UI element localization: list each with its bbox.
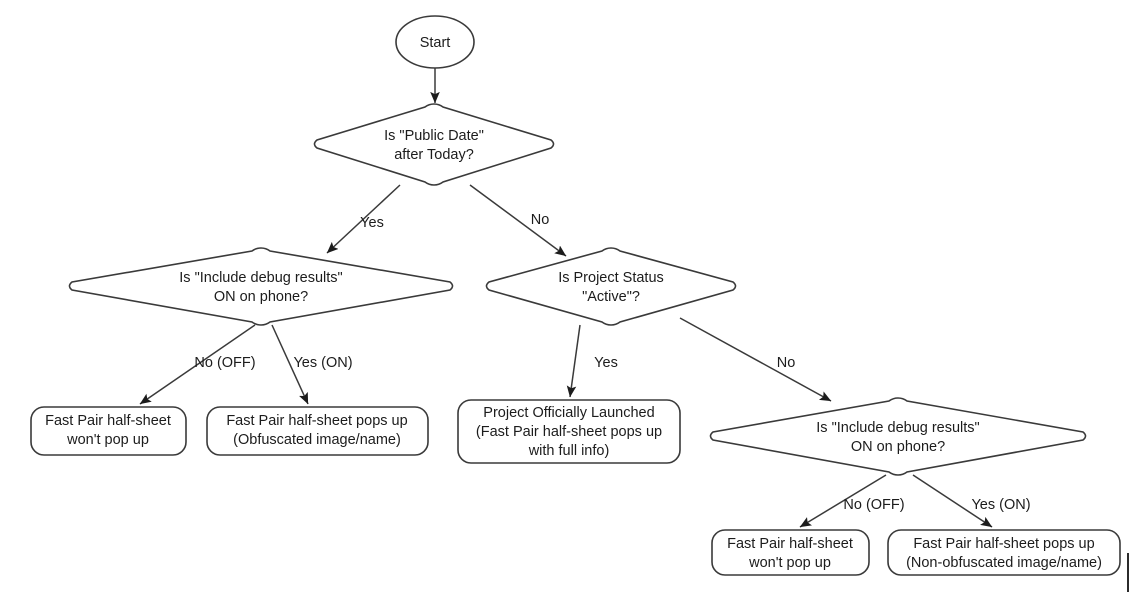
node-decision-public-date[interactable]: Is "Public Date" after Today? — [313, 103, 555, 186]
result-launched-box[interactable] — [457, 399, 681, 464]
node-result-right-on[interactable]: Fast Pair half-sheet pops up (Non-obfusc… — [887, 529, 1121, 576]
result-launched-line2: (Fast Pair half-sheet pops up — [476, 424, 662, 440]
result-left-off-line2: won't pop up — [66, 432, 149, 448]
result-launched-line3: with full info) — [528, 443, 610, 459]
edge-label-public-date-no: No — [531, 212, 550, 228]
edges — [139, 68, 993, 528]
edge-label-project-status-no: No — [777, 355, 796, 371]
edge-debug-right-yes — [912, 474, 993, 528]
node-result-launched[interactable]: Project Officially Launched (Fast Pair h… — [457, 399, 681, 464]
edge-label-public-date-yes: Yes — [360, 215, 384, 231]
node-decision-debug-right[interactable]: Is "Include debug results" ON on phone? — [709, 397, 1087, 476]
result-left-off-line1: Fast Pair half-sheet — [45, 413, 171, 429]
decision-debug-left-line2: ON on phone? — [214, 289, 308, 305]
start-label: Start — [420, 35, 451, 51]
decision-debug-right-diamond[interactable] — [709, 397, 1087, 476]
decision-debug-right-line1: Is "Include debug results" — [816, 420, 979, 436]
result-left-on-line2: (Obfuscated image/name) — [233, 432, 401, 448]
node-result-left-off[interactable]: Fast Pair half-sheet won't pop up — [30, 406, 187, 456]
node-result-right-off[interactable]: Fast Pair half-sheet won't pop up — [711, 529, 870, 576]
decision-public-date-line1: Is "Public Date" — [384, 128, 484, 144]
decision-debug-left-line1: Is "Include debug results" — [179, 270, 342, 286]
edge-label-debug-left-yes: Yes (ON) — [293, 355, 352, 371]
edge-label-debug-right-no: No (OFF) — [843, 497, 904, 513]
result-right-on-line1: Fast Pair half-sheet pops up — [913, 536, 1094, 552]
result-right-on-box[interactable] — [887, 529, 1121, 576]
edge-debug-right-no — [799, 474, 887, 528]
result-left-on-line1: Fast Pair half-sheet pops up — [226, 413, 407, 429]
node-start[interactable]: Start — [395, 15, 475, 69]
decision-public-date-diamond[interactable] — [313, 103, 555, 186]
edge-project-status-yes — [566, 324, 581, 398]
node-decision-debug-left[interactable]: Is "Include debug results" ON on phone? — [68, 247, 454, 326]
edge-label-debug-left-no: No (OFF) — [194, 355, 255, 371]
edge-debug-left-yes — [271, 324, 309, 405]
decision-debug-left-diamond[interactable] — [68, 247, 454, 326]
edge-labels: Yes No No (OFF) Yes (ON) Yes No No (OFF)… — [194, 212, 1030, 513]
result-right-off-line2: won't pop up — [748, 555, 831, 571]
decision-project-status-line1: Is Project Status — [558, 270, 664, 286]
decision-public-date-line2: after Today? — [394, 147, 474, 163]
edge-public-date-yes — [326, 184, 401, 254]
result-right-off-line1: Fast Pair half-sheet — [727, 536, 853, 552]
edge-public-date-no — [469, 184, 567, 257]
result-left-on-box[interactable] — [206, 406, 429, 456]
result-right-off-box[interactable] — [711, 529, 870, 576]
node-decision-project-status[interactable]: Is Project Status "Active"? — [485, 247, 737, 326]
edge-project-status-no — [679, 317, 832, 402]
decision-project-status-line2: "Active"? — [582, 289, 640, 305]
node-result-left-on[interactable]: Fast Pair half-sheet pops up (Obfuscated… — [206, 406, 429, 456]
result-left-off-box[interactable] — [30, 406, 187, 456]
decision-project-status-diamond[interactable] — [485, 247, 737, 326]
edge-debug-left-no — [139, 324, 256, 405]
decision-debug-right-line2: ON on phone? — [851, 439, 945, 455]
result-launched-line1: Project Officially Launched — [483, 405, 654, 421]
edge-label-project-status-yes: Yes — [594, 355, 618, 371]
start-ellipse[interactable] — [395, 15, 475, 69]
result-right-on-line2: (Non-obfuscated image/name) — [906, 555, 1102, 571]
edge-label-debug-right-yes: Yes (ON) — [971, 497, 1030, 513]
